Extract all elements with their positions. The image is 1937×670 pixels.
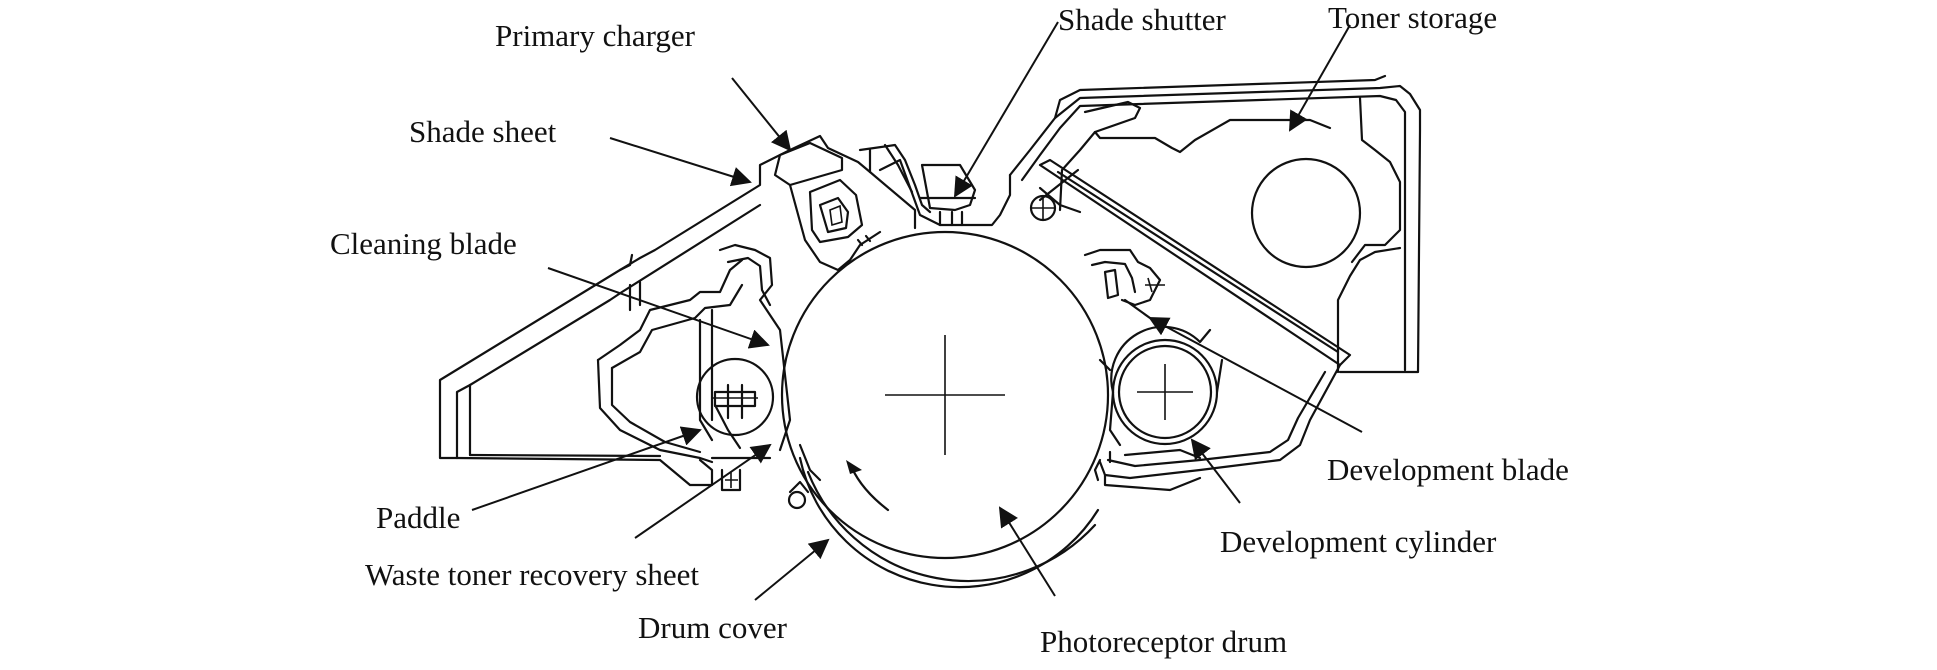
rotation-arrow-icon	[850, 466, 890, 512]
cartridge-housing	[438, 74, 1422, 492]
leader-lines	[471, 21, 1363, 601]
development-cylinder	[1098, 325, 1224, 447]
label-photoreceptor-drum: Photoreceptor drum	[1040, 624, 1287, 659]
label-drum-cover: Drum cover	[638, 610, 788, 645]
label-toner-storage: Toner storage	[1328, 0, 1497, 35]
toner-storage-agitator	[1250, 157, 1362, 269]
label-paddle: Paddle	[376, 500, 460, 535]
label-development-cylinder: Development cylinder	[1220, 524, 1497, 559]
label-waste-toner-recovery-sheet: Waste toner recovery sheet	[365, 557, 699, 592]
photoreceptor-drum	[780, 230, 1110, 589]
label-shade-sheet: Shade sheet	[409, 114, 557, 149]
label-shade-shutter: Shade shutter	[1058, 2, 1227, 37]
label-cleaning-blade: Cleaning blade	[330, 226, 517, 261]
label-development-blade: Development blade	[1327, 452, 1569, 487]
paddle	[695, 357, 775, 492]
labels: Primary charger Shade sheet Cleaning bla…	[330, 0, 1569, 659]
label-primary-charger: Primary charger	[495, 18, 696, 53]
